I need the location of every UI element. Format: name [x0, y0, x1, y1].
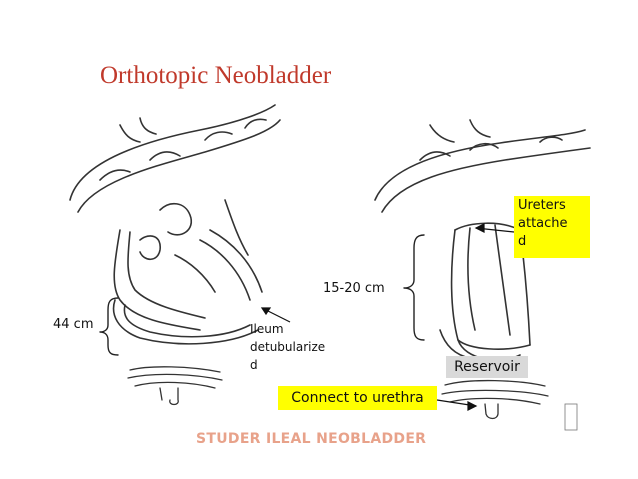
ureters-label-line1: Ureters [518, 198, 566, 213]
right-colon-drawing [374, 119, 591, 213]
reservoir-label: Reservoir [446, 356, 528, 378]
ileum-label: Ileum detubularize d [250, 320, 325, 374]
ileum-label-line3: d [250, 358, 258, 372]
middle-length-bracket [403, 234, 425, 341]
left-length-bracket [99, 297, 119, 356]
ureters-attached-box: Ureters attache d [514, 196, 590, 258]
urethra-pointer-arrowhead [467, 401, 478, 411]
ureters-pointer-arrowhead [474, 223, 485, 233]
ileum-pointer-arrowhead [260, 307, 272, 316]
artist-signature [564, 403, 578, 431]
ileum-label-line2: detubularize [250, 340, 326, 354]
ureters-label-line2: attache [518, 216, 568, 231]
ureters-label-line3: d [518, 234, 527, 249]
ileum-label-line1: Ileum [250, 322, 284, 336]
slide-title: Orthotopic Neobladder [100, 62, 332, 89]
figure-caption: STUDER ILEAL NEOBLADDER [196, 431, 427, 447]
right-urethra-drawing [441, 379, 549, 420]
left-length-label: 44 cm [53, 317, 94, 332]
left-colon-drawing [69, 104, 281, 213]
connect-urethra-box: Connect to urethra [278, 386, 437, 410]
left-urethra-drawing [127, 366, 223, 406]
middle-length-label: 15-20 cm [323, 281, 385, 296]
left-ileum-drawing [112, 199, 263, 345]
